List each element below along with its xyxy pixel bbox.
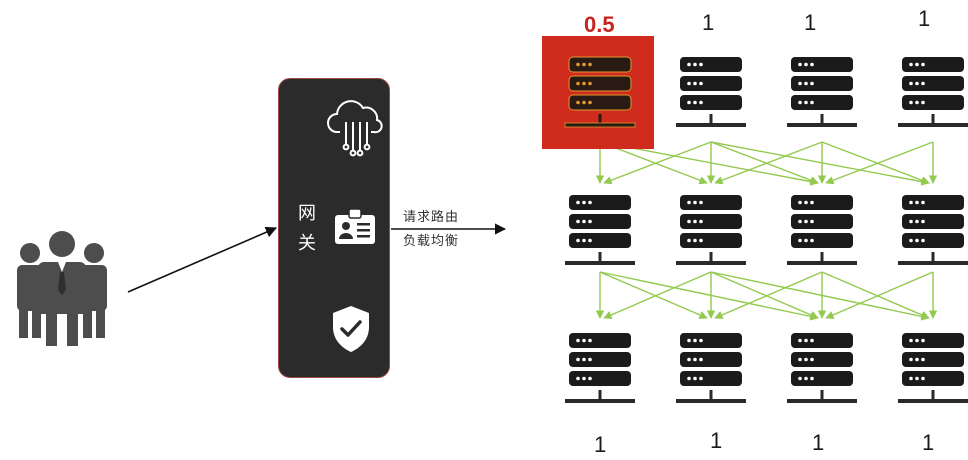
server-weight-bottom-4: 1 [922, 430, 935, 455]
server-icon [898, 333, 968, 403]
gateway-label-line1: 网 [298, 203, 316, 224]
server-weight-bottom-3: 1 [812, 430, 825, 455]
server-weight-bottom-1: 1 [594, 432, 607, 457]
link-arrow [825, 271, 934, 319]
server-icon [787, 333, 857, 403]
link-arrow [710, 271, 819, 319]
users-icon [17, 231, 107, 346]
link-arrow [821, 141, 930, 185]
server-icon [898, 57, 968, 127]
route-label-line1: 请求路由 [403, 210, 460, 225]
link-arrow [710, 141, 930, 186]
cloud-icon [327, 100, 383, 157]
gateway-label-line2: 关 [298, 233, 316, 254]
load-balancing-links [595, 141, 938, 321]
server-weight-top-1: 0.5 [584, 12, 615, 37]
server-icon [565, 333, 635, 403]
link-arrow [710, 271, 930, 321]
server-icon [898, 195, 968, 265]
user-to-gateway-arrow [127, 226, 278, 293]
shield-check-icon [333, 306, 369, 352]
server-weight-top-3: 1 [804, 10, 817, 35]
link-arrow [603, 271, 712, 319]
link-arrow [714, 271, 823, 319]
server-icon [787, 195, 857, 265]
server-icon [676, 195, 746, 265]
link-arrow [599, 271, 708, 319]
id-card-icon [335, 208, 375, 244]
server-icon [565, 195, 635, 265]
link-arrow [603, 141, 712, 185]
route-label-line2: 负载均衡 [403, 234, 460, 249]
server-icon [676, 57, 746, 127]
server-weight-top-2: 1 [702, 10, 715, 35]
link-arrow [710, 141, 819, 185]
server-icon [564, 56, 636, 128]
server-icon [787, 57, 857, 127]
server-weight-bottom-2: 1 [710, 428, 723, 453]
server-grid [542, 36, 968, 403]
link-arrow [714, 141, 823, 185]
server-icon [676, 333, 746, 403]
link-arrow [599, 271, 819, 321]
link-arrow [825, 141, 934, 185]
server-weight-top-4: 1 [918, 6, 931, 31]
link-arrow [821, 271, 930, 319]
overloaded-server-highlight [542, 36, 654, 149]
